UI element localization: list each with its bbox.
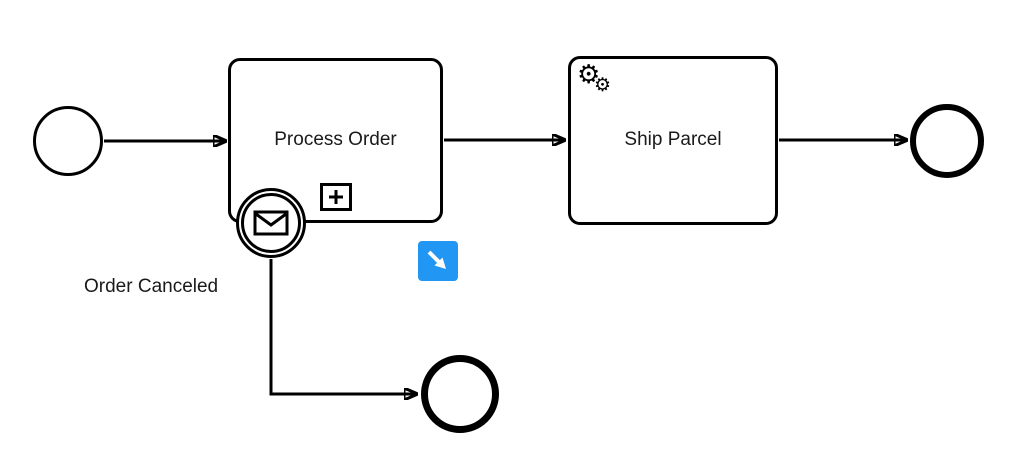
arrow-down-right-icon: [427, 250, 446, 269]
drilldown-button[interactable]: [418, 241, 458, 281]
gear-icon: ⚙: [577, 59, 601, 89]
start-event[interactable]: [33, 106, 103, 176]
task-label-ship-parcel: Ship Parcel: [624, 129, 722, 151]
envelope-icon: [253, 210, 289, 236]
service-task-gears-icon: ⚙ ⚙: [577, 61, 621, 105]
plus-icon: [328, 190, 343, 204]
task-label-process-order: Process Order: [274, 129, 397, 151]
sequence-flow-boundary-to-cancel-end[interactable]: [269, 259, 417, 394]
end-event-canceled[interactable]: [421, 355, 499, 433]
task-ship-parcel[interactable]: ⚙ ⚙ Ship Parcel: [568, 56, 778, 225]
boundary-event-label[interactable]: Order Canceled: [84, 276, 219, 297]
boundary-event-inner-ring: [241, 193, 301, 253]
end-event[interactable]: [910, 104, 984, 178]
gear-icon: ⚙: [594, 75, 612, 96]
message-boundary-event[interactable]: [236, 188, 306, 258]
subprocess-plus-marker[interactable]: [319, 183, 352, 211]
